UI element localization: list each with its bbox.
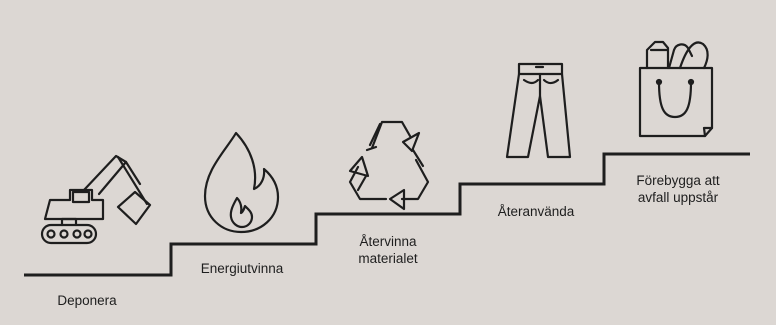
- trousers-icon: [507, 64, 570, 157]
- step-label-ateranvanda: Återanvända: [497, 204, 575, 219]
- flame-icon: [205, 133, 278, 232]
- step-label-forebygga: Förebygga att avfall uppstår: [636, 173, 720, 205]
- step-label-energiutvinna: Energiutvinna: [200, 261, 284, 276]
- staircase-line: [24, 152, 750, 277]
- excavator-icon: [42, 156, 150, 243]
- step-label-deponera: Deponera: [57, 293, 117, 308]
- recycle-icon: [350, 122, 428, 209]
- grocery-bag-icon: [640, 42, 712, 136]
- step-label-atervinna-materialet: Återvinna materialet: [358, 234, 418, 266]
